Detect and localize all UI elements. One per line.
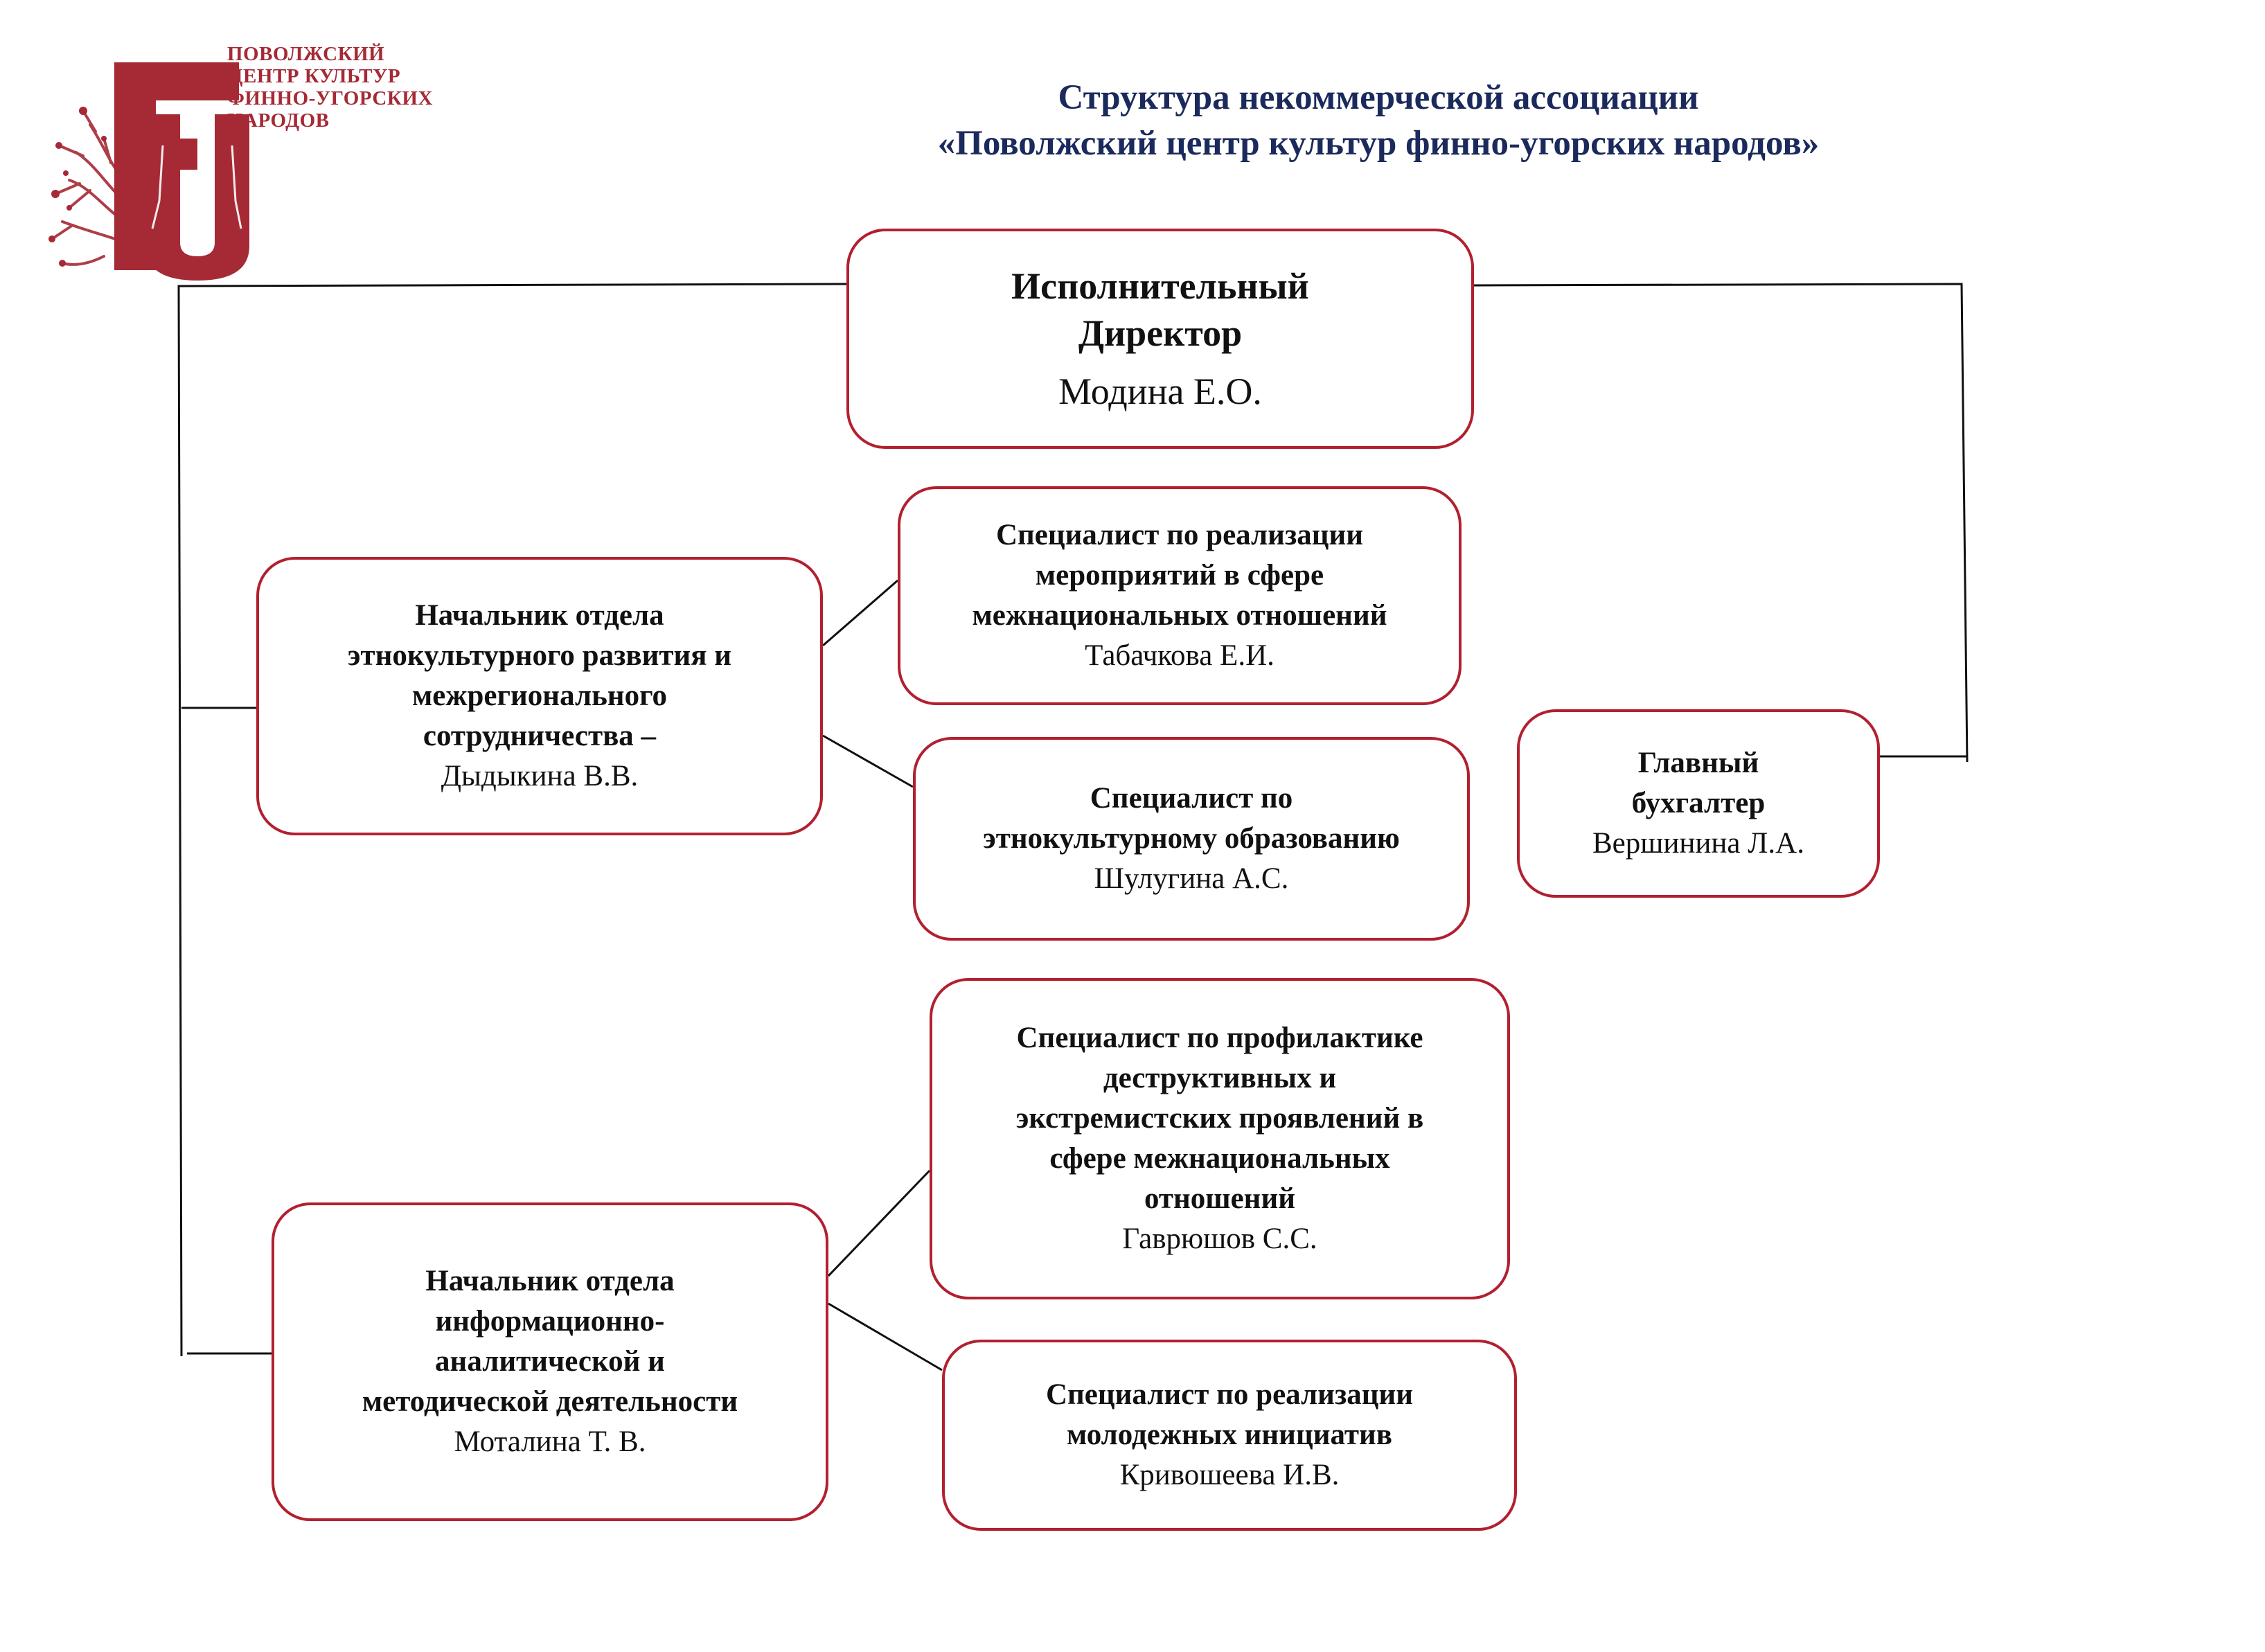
person-name: Вершинина Л.А. [1592,827,1804,860]
connector-info-to-prevention [827,1169,931,1277]
role-label: Специалист по профилактике деструктивных… [1015,1022,1424,1215]
title-line-1: Структура некоммерческой ассоциации [1058,78,1699,117]
box-executive-director: Исполнительный Директор Модина Е.О. [846,229,1474,449]
connector-info-to-youth [828,1302,943,1371]
connector-ethno-to-interethnic [822,579,898,647]
logo-caption-line: НАРОДОВ [227,109,330,132]
logo-caption-line: ЦЕНТР КУЛЬТУР [227,65,401,87]
connector-ethno-to-edu [822,734,914,788]
title-line-2: «Поволжский центр культур финно-угорских… [937,124,1820,163]
role-label: Главный бухгалтер [1631,747,1766,819]
person-name: Табачкова Е.И. [1085,639,1274,672]
role-label: Исполнительный Директор [1011,265,1309,354]
person-name: Дыдыкина В.В. [441,760,639,792]
logo-caption: ПОВОЛЖСКИЙ ЦЕНТР КУЛЬТУР ФИННО-УГОРСКИХ … [227,43,449,132]
person-name: Кривошеева И.В. [1119,1459,1340,1491]
person-name: Модина Е.О. [1058,371,1262,412]
box-specialist-ethnocultural-education: Специалист по этнокультурному образовани… [913,737,1470,941]
box-head-ethnocultural-department: Начальник отдела этнокультурного развити… [256,557,823,835]
role-label: Начальник отдела информационно- аналитич… [362,1265,738,1418]
role-label: Специалист по этнокультурному образовани… [983,782,1400,855]
box-specialist-interethnic-events: Специалист по реализации мероприятий в с… [898,486,1462,705]
role-label: Специалист по реализации мероприятий в с… [972,519,1387,632]
role-label: Специалист по реализации молодежных иниц… [1045,1378,1414,1451]
box-specialist-youth-initiatives: Специалист по реализации молодежных иниц… [942,1340,1517,1531]
person-name: Шулугина А.С. [1094,862,1289,895]
box-chief-accountant: Главный бухгалтер Вершинина Л.А. [1517,709,1880,898]
logo-caption-line: ПОВОЛЖСКИЙ [227,43,385,65]
organization-logo [42,48,457,284]
person-name: Моталина Т. В. [454,1425,646,1458]
logo-caption-line: ФИННО-УГОРСКИХ [227,87,433,109]
page-title: Структура некоммерческой ассоциации «Пов… [748,75,2009,166]
role-label: Начальник отдела этнокультурного развити… [347,599,732,752]
logo-emblem [48,62,249,281]
person-name: Гаврюшов С.С. [1122,1223,1317,1255]
box-head-information-analytical-department: Начальник отдела информационно- аналитич… [272,1202,828,1521]
box-specialist-extremism-prevention: Специалист по профилактике деструктивных… [930,978,1510,1299]
connector-director-right [1473,283,1969,763]
connector-director-left [177,283,847,1357]
